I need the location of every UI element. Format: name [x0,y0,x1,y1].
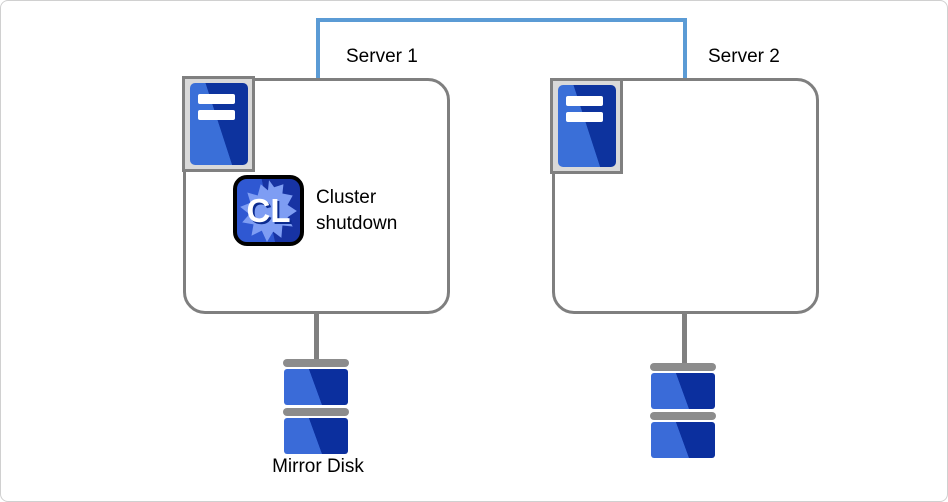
server2-disk-connector-line [682,312,687,364]
disk-cap [283,408,349,416]
disk-cap [650,363,716,371]
tower-slot-bar [565,96,603,106]
disk-cap [650,412,716,420]
server2-label: Server 2 [708,46,780,67]
tower-slot-bar [197,110,235,120]
cluster-shutdown-label: Cluster shutdown [316,187,398,234]
server1-label: Server 1 [346,46,418,67]
cluster-shutdown-icon: CL [233,175,304,246]
disk-platter [284,369,348,405]
cluster-shutdown-icon-text: CL [246,191,291,229]
server1-mirror-disk-icon [283,359,349,454]
server-tower-glyph [189,83,248,165]
server2-mirror-disk-icon [650,363,716,458]
gear-splat-icon [240,180,297,242]
tower-slot-bar [565,112,603,122]
disk-platter [651,422,715,458]
disk-cap [283,359,349,367]
disk-platter [284,418,348,454]
disk-platter [651,373,715,409]
server2-tower-icon [550,78,623,174]
mirror-disk-label: Mirror Disk [272,456,364,477]
server1-tower-icon [182,76,255,172]
tower-slot-bar [197,94,235,104]
server-tower-glyph [557,85,616,167]
server1-disk-connector-line [314,312,319,360]
